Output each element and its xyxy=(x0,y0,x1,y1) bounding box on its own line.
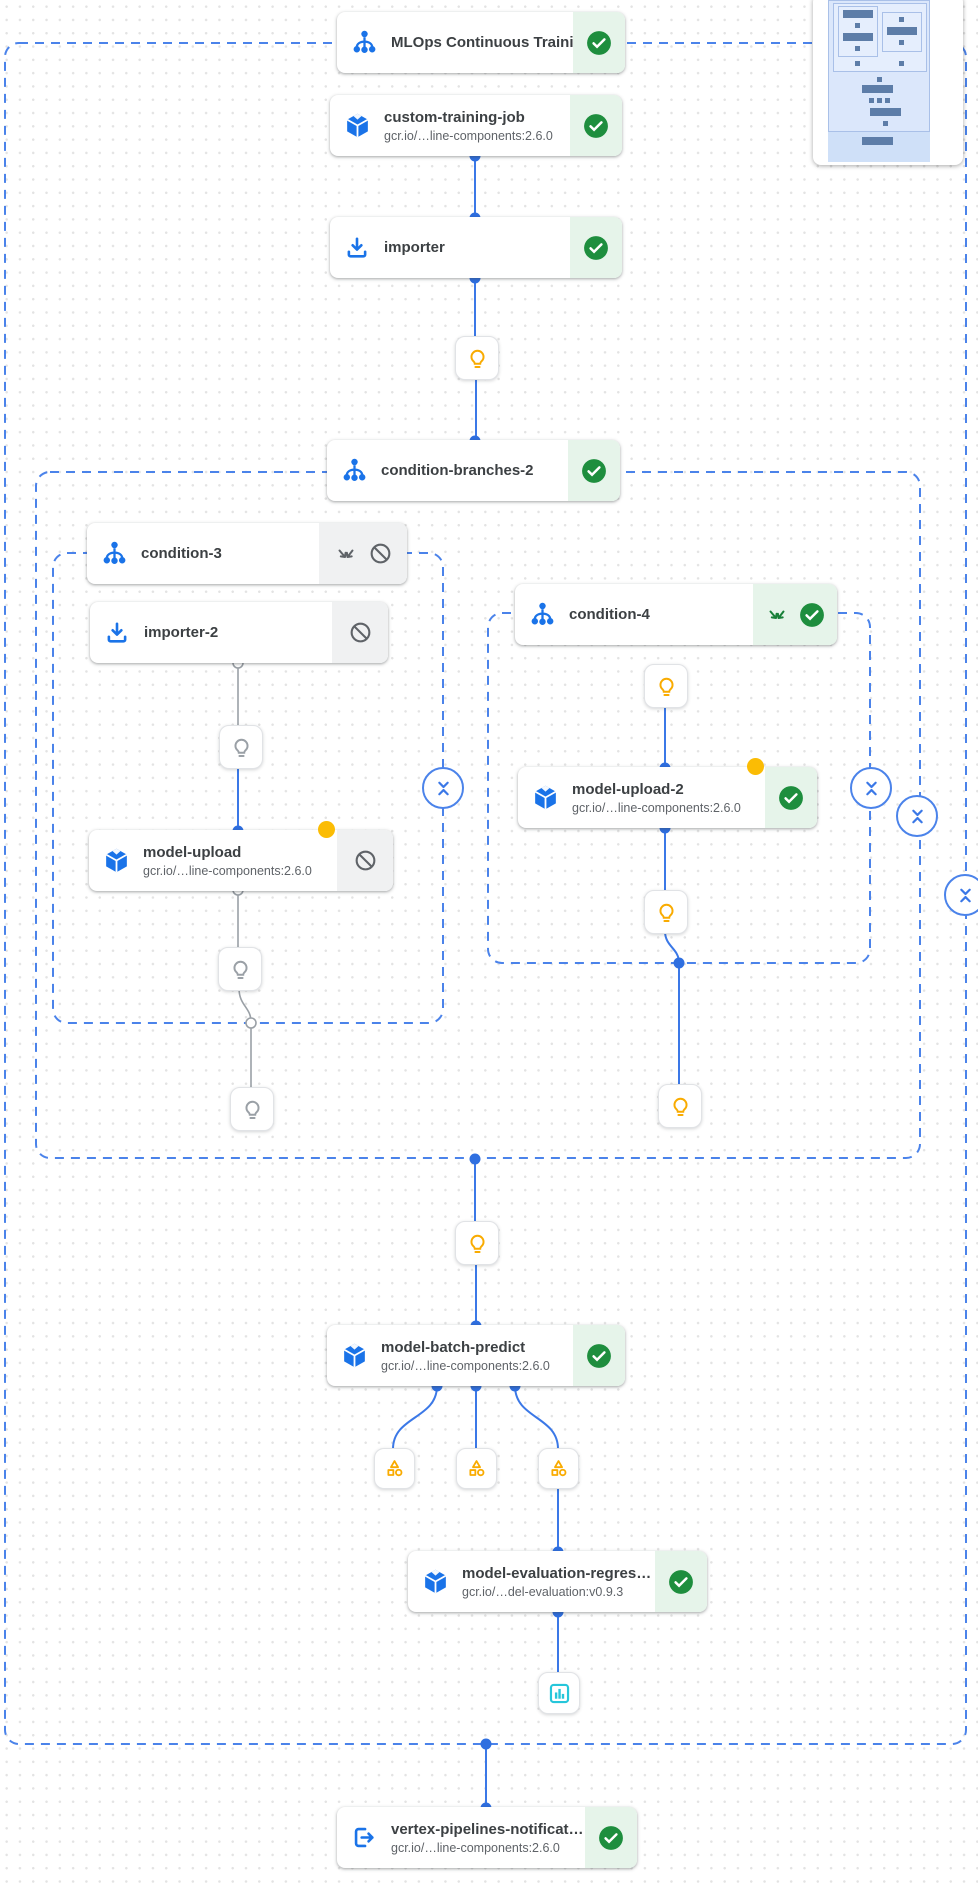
exit-icon xyxy=(337,1824,391,1851)
collapse-condition-3-button[interactable] xyxy=(422,767,464,809)
artifact-icon xyxy=(551,1460,567,1477)
collapse-icon xyxy=(959,888,971,902)
collapse-icon xyxy=(911,809,923,823)
status-skipped xyxy=(332,602,388,663)
dag-icon xyxy=(337,29,391,56)
node-title: condition-branches-2 xyxy=(381,462,534,479)
check-icon xyxy=(584,235,608,260)
collapse-condition-branches-2-button[interactable] xyxy=(896,795,938,837)
node-mlops-continuous-training[interactable]: MLOps Continuous Traini… xyxy=(337,12,625,73)
parameter-node-lightbulb[interactable] xyxy=(455,1221,499,1265)
node-title: vertex-pipelines-notificat… xyxy=(391,1820,584,1838)
status-succeeded xyxy=(765,767,817,828)
artifact-node[interactable] xyxy=(538,1448,579,1489)
status-succeeded xyxy=(573,1325,625,1386)
node-title: MLOps Continuous Traini… xyxy=(391,34,589,51)
check-icon xyxy=(587,1343,611,1368)
parameter-node-lightbulb[interactable] xyxy=(658,1084,702,1128)
node-title: model-upload xyxy=(143,843,242,861)
merge-icon xyxy=(338,549,353,558)
check-icon xyxy=(669,1569,693,1594)
status-succeeded xyxy=(568,440,620,501)
lightbulb-icon xyxy=(658,903,674,922)
blocked-icon xyxy=(355,850,375,871)
lightbulb-icon xyxy=(469,349,485,368)
collapse-icon xyxy=(437,781,449,795)
merge-icon xyxy=(769,610,785,619)
parameter-node-lightbulb[interactable] xyxy=(644,890,688,934)
node-model-batch-predict[interactable]: model-batch-predict gcr.io/…line-compone… xyxy=(327,1325,625,1386)
warning-dot xyxy=(318,821,335,838)
status-succeeded xyxy=(585,1807,637,1868)
check-icon xyxy=(599,1825,623,1850)
dag-icon xyxy=(87,540,141,567)
node-importer-2[interactable]: importer-2 xyxy=(90,602,388,663)
metrics-artifact-node[interactable] xyxy=(538,1672,580,1714)
lightbulb-icon xyxy=(658,677,674,696)
parameter-node-lightbulb[interactable] xyxy=(455,336,499,380)
download-icon xyxy=(330,235,384,261)
node-model-evaluation-regression[interactable]: model-evaluation-regres… gcr.io/…del-eva… xyxy=(408,1551,707,1612)
node-importer[interactable]: importer xyxy=(330,217,622,278)
dag-icon xyxy=(515,601,569,628)
check-icon xyxy=(800,602,824,627)
collapse-condition-4-button[interactable] xyxy=(850,767,892,809)
node-title: model-upload-2 xyxy=(572,780,684,798)
cube-icon xyxy=(518,784,572,811)
lightbulb-icon xyxy=(672,1097,688,1116)
status-succeeded xyxy=(573,12,625,73)
status-skipped xyxy=(337,830,393,891)
cube-icon xyxy=(330,112,384,139)
warning-dot xyxy=(747,758,764,775)
node-title: model-batch-predict xyxy=(381,1338,526,1356)
node-condition-4[interactable]: condition-4 xyxy=(515,584,837,645)
node-model-upload-2[interactable]: model-upload-2 gcr.io/…line-components:2… xyxy=(518,758,817,828)
check-icon xyxy=(587,30,611,55)
node-model-upload[interactable]: model-upload gcr.io/…line-components:2.6… xyxy=(89,821,393,891)
lightbulb-icon xyxy=(244,1100,260,1119)
cube-icon xyxy=(89,847,143,874)
status-succeeded xyxy=(655,1551,707,1612)
minimap[interactable] xyxy=(813,0,963,165)
artifact-icon xyxy=(469,1460,485,1477)
lightbulb-icon xyxy=(469,1234,485,1253)
parameter-node-lightbulb-skipped[interactable] xyxy=(218,947,262,991)
cube-icon xyxy=(327,1342,381,1369)
check-icon xyxy=(582,458,606,483)
node-title: importer-2 xyxy=(144,624,219,641)
collapse-pipeline-root-button[interactable] xyxy=(944,874,978,916)
parameter-node-lightbulb-skipped[interactable] xyxy=(219,725,263,769)
artifact-node[interactable] xyxy=(456,1448,497,1489)
parameter-node-lightbulb-skipped[interactable] xyxy=(230,1087,274,1131)
node-title: custom-training-job xyxy=(384,108,525,126)
download-icon xyxy=(90,620,144,646)
artifact-node[interactable] xyxy=(374,1448,415,1489)
node-title: model-evaluation-regres… xyxy=(462,1564,652,1582)
collapse-icon xyxy=(865,781,877,795)
lightbulb-icon xyxy=(233,738,249,757)
node-title: condition-3 xyxy=(141,545,222,562)
blocked-icon xyxy=(350,622,370,643)
check-icon xyxy=(584,113,608,138)
status-succeeded xyxy=(753,584,837,645)
check-icon xyxy=(779,785,803,810)
status-skipped xyxy=(319,523,407,584)
parameter-node-lightbulb[interactable] xyxy=(644,664,688,708)
dag-icon xyxy=(327,457,381,484)
node-title: condition-4 xyxy=(569,606,650,623)
blocked-icon xyxy=(370,543,390,564)
status-succeeded xyxy=(570,217,622,278)
node-subtitle: gcr.io/…line-components:2.6.0 xyxy=(391,1840,560,1855)
node-title: importer xyxy=(384,239,445,256)
node-condition-branches-2[interactable]: condition-branches-2 xyxy=(327,440,620,501)
status-succeeded xyxy=(570,95,622,156)
bar-chart-icon xyxy=(549,1683,569,1703)
lightbulb-icon xyxy=(232,960,248,979)
cube-icon xyxy=(408,1568,462,1595)
node-condition-3[interactable]: condition-3 xyxy=(87,523,407,584)
node-custom-training-job[interactable]: custom-training-job gcr.io/…line-compone… xyxy=(330,95,622,156)
artifact-icon xyxy=(387,1460,403,1477)
node-vertex-pipelines-notification[interactable]: vertex-pipelines-notificat… gcr.io/…line… xyxy=(337,1807,637,1868)
